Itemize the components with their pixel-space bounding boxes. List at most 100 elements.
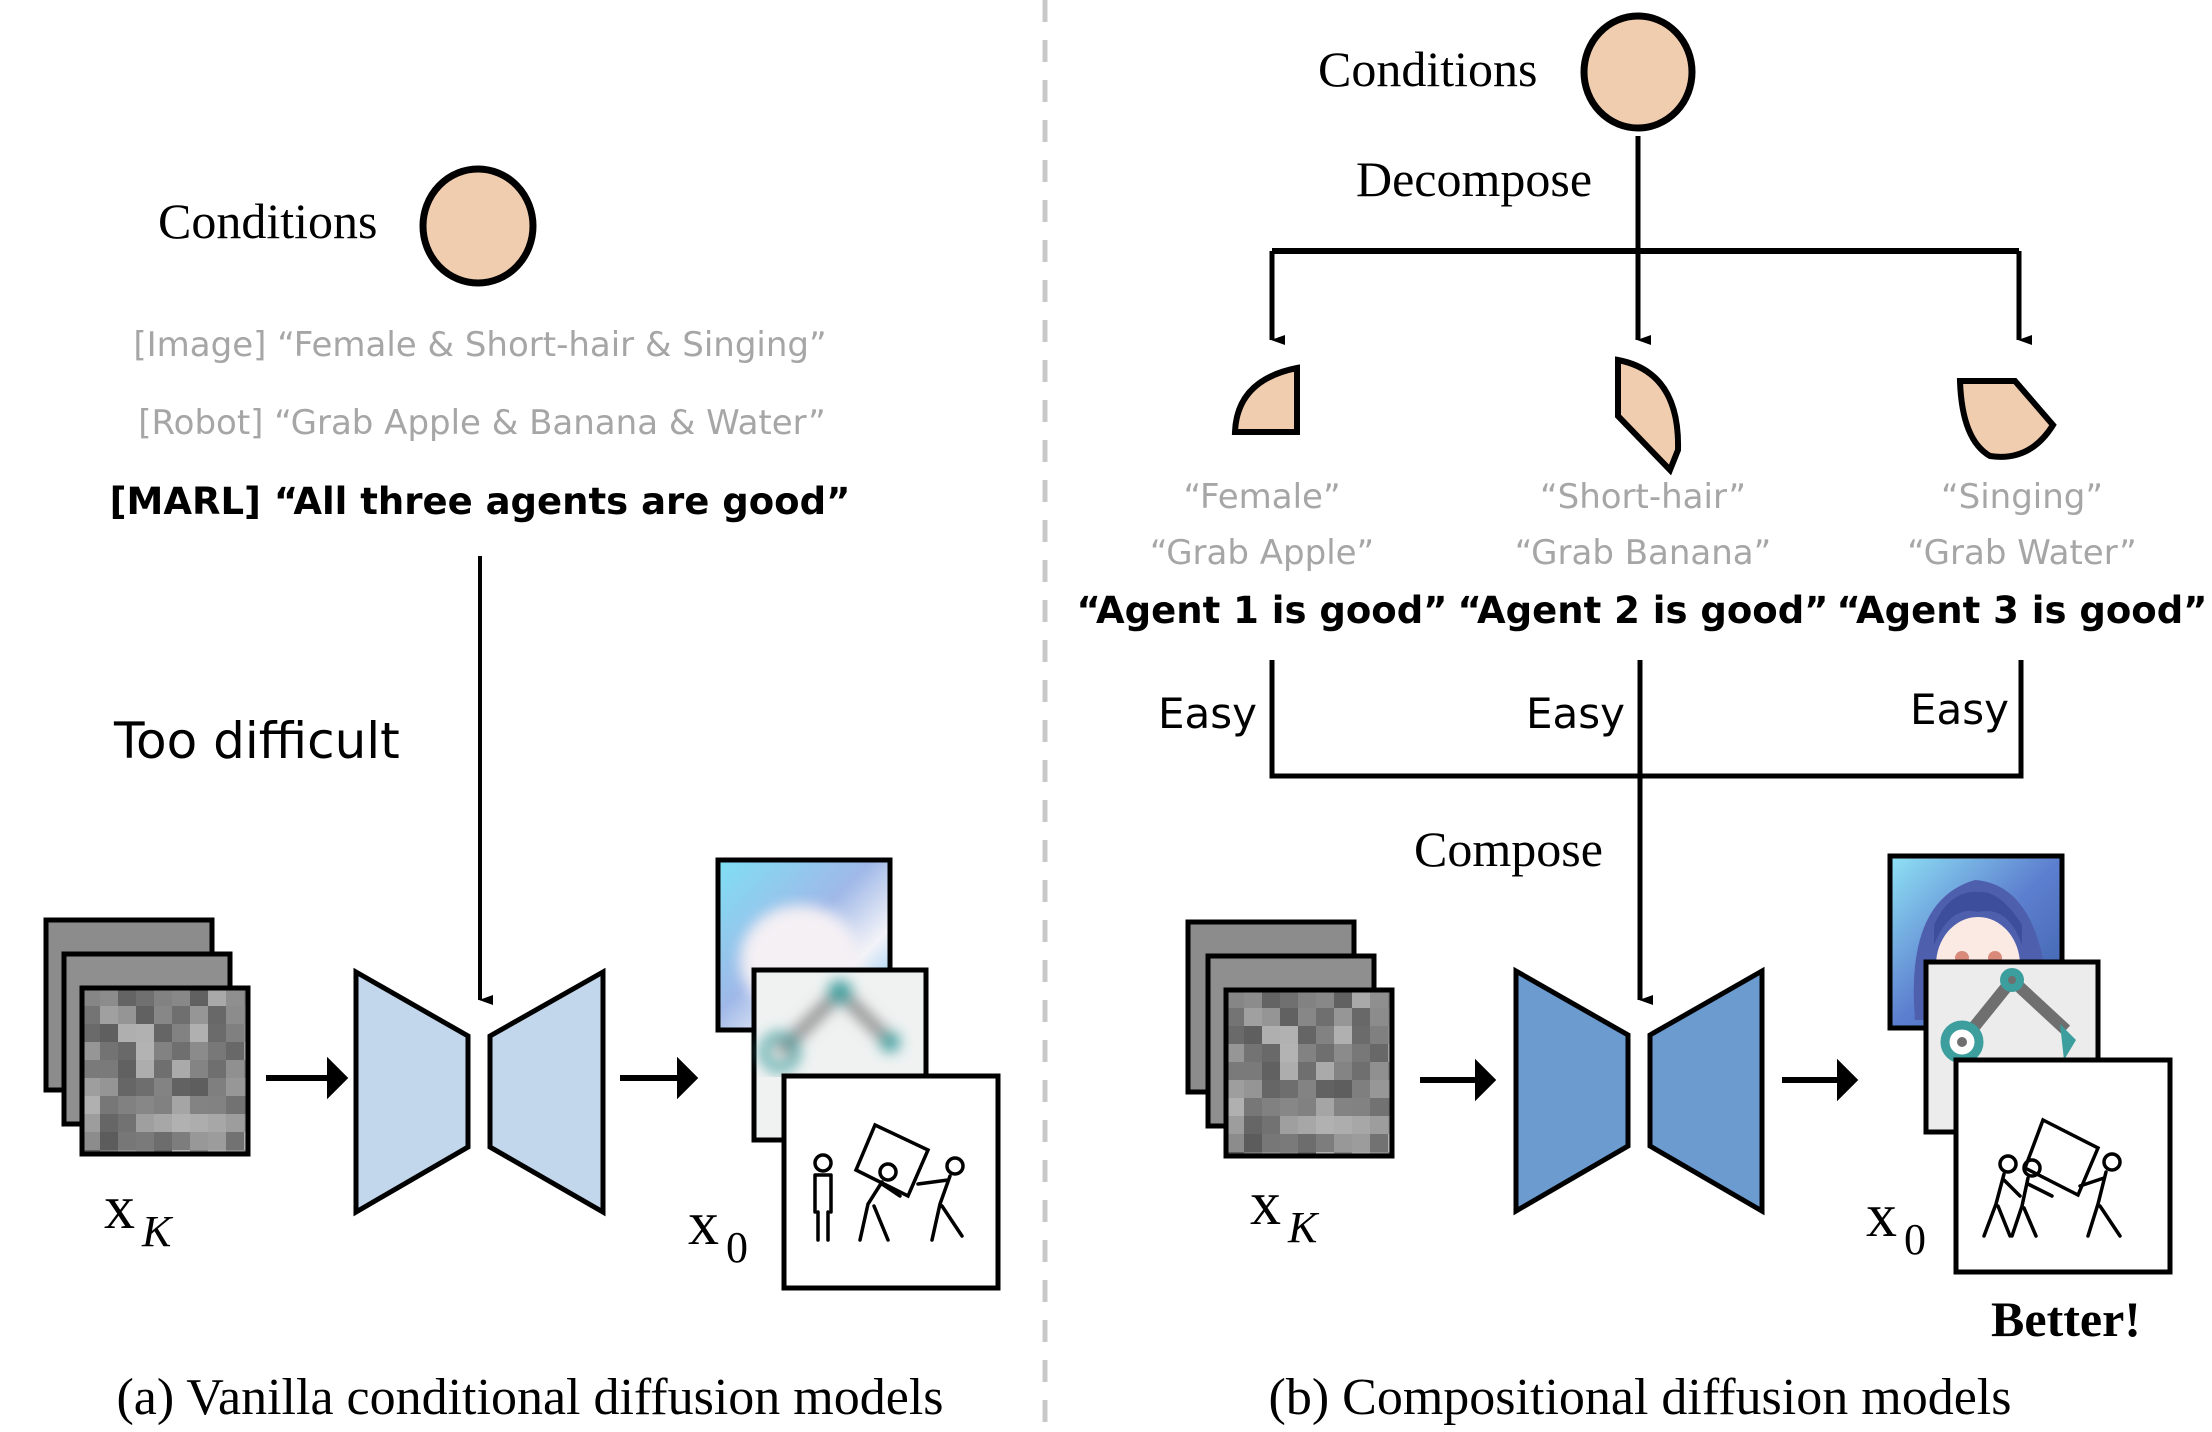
noise-pixel xyxy=(118,988,136,1006)
noise-pixel xyxy=(1298,1044,1316,1062)
panel-a-output-stack xyxy=(715,857,1001,1291)
noise-pixel xyxy=(1352,1134,1370,1152)
noise-pixel xyxy=(190,1006,208,1024)
noise-pixel xyxy=(208,1078,226,1096)
noise-pixel xyxy=(118,1114,136,1132)
noise-pixel xyxy=(208,988,226,1006)
noise-pixel xyxy=(100,1060,118,1078)
noise-pixel xyxy=(1226,1098,1244,1116)
noise-pixel xyxy=(154,1114,172,1132)
noise-pixel xyxy=(1298,1098,1316,1116)
noise-pixel xyxy=(190,1078,208,1096)
unet-encoder xyxy=(1513,966,1631,1216)
noise-pixel xyxy=(136,988,154,1006)
noise-pixel xyxy=(1226,1116,1244,1134)
noise-pixel xyxy=(118,1006,136,1024)
branch-2-marl-condition: “Agent 2 is good” xyxy=(1457,589,1828,632)
noise-pixel xyxy=(154,1078,172,1096)
panel-b-noise-stack xyxy=(1185,919,1395,1159)
noise-pixel xyxy=(100,988,118,1006)
noise-pixel xyxy=(154,988,172,1006)
noise-pixel xyxy=(1316,1044,1334,1062)
noise-pixel xyxy=(190,1060,208,1078)
noise-pixel xyxy=(226,1114,244,1132)
noise-pixel xyxy=(100,1096,118,1114)
noise-pixel xyxy=(1334,1026,1352,1044)
noise-pixel xyxy=(1352,1116,1370,1134)
noise-pixel xyxy=(1370,1062,1388,1080)
noise-pixel xyxy=(172,988,190,1006)
noise-pixel xyxy=(1370,1098,1388,1116)
noise-pixel xyxy=(1280,1098,1298,1116)
noise-pixel xyxy=(118,1060,136,1078)
unet-decoder xyxy=(1647,966,1765,1216)
robot-arm-blurry xyxy=(760,980,900,1072)
noise-pixel xyxy=(100,1024,118,1042)
noise-pixel xyxy=(1316,1098,1334,1116)
noise-pixel xyxy=(226,1006,244,1024)
panel-a-conditions-circle xyxy=(419,165,537,287)
branch-1-image-condition: “Female” xyxy=(1183,477,1340,517)
noise-pixel xyxy=(226,1096,244,1114)
noise-pixel xyxy=(1334,1080,1352,1098)
noise-pixel xyxy=(1244,1134,1262,1152)
panel-a-output-label: x 0 xyxy=(688,1190,748,1272)
noise-pixel xyxy=(154,1096,172,1114)
noise-pixel xyxy=(226,1042,244,1060)
noise-pixel xyxy=(136,1024,154,1042)
noise-pixel xyxy=(1226,1080,1244,1098)
noise-pixel xyxy=(136,1114,154,1132)
noise-pixel xyxy=(1334,990,1352,1008)
noise-pixel xyxy=(1352,1080,1370,1098)
noise-pixel xyxy=(172,1078,190,1096)
noise-pixel xyxy=(1370,1080,1388,1098)
noise-pixel xyxy=(100,1042,118,1060)
panel-a-noise-stack xyxy=(43,917,251,1157)
noise-pixel xyxy=(172,1042,190,1060)
noise-pixel xyxy=(82,1078,100,1096)
noise-pixel xyxy=(190,1096,208,1114)
noise-pixel xyxy=(100,1078,118,1096)
noise-pixel xyxy=(1244,1026,1262,1044)
easy-label-2: Easy xyxy=(1526,689,1625,738)
noise-pixel xyxy=(1280,1026,1298,1044)
noise-pixel xyxy=(226,988,244,1006)
agents-pictogram xyxy=(813,1122,965,1242)
noise-pixel xyxy=(1262,990,1280,1008)
noise-pixel xyxy=(1334,1116,1352,1134)
noise-pixel xyxy=(208,1024,226,1042)
noise-pixel xyxy=(1280,1062,1298,1080)
noise-pixel xyxy=(208,1042,226,1060)
branch-1-texts: “Female” “Grab Apple” “Agent 1 is good” xyxy=(1076,477,1447,632)
noise-pixel xyxy=(1352,1062,1370,1080)
noise-pixel xyxy=(154,1060,172,1078)
noise-pixel xyxy=(1298,1134,1316,1152)
output-agents-image xyxy=(781,1073,1001,1291)
noise-pixel xyxy=(136,1060,154,1078)
easy-label-1: Easy xyxy=(1158,689,1257,738)
condition-fragment-3 xyxy=(1956,378,2057,460)
panel-b-output-label: x 0 xyxy=(1866,1182,1926,1264)
noise-pixel xyxy=(226,1132,244,1150)
noise-pixel xyxy=(1226,1134,1244,1152)
noise-pixel xyxy=(136,1042,154,1060)
noise-pixel xyxy=(1244,1044,1262,1062)
noise-pixel xyxy=(100,1114,118,1132)
panel-a: Conditions [Image] “Female & Short-hair … xyxy=(43,165,1001,1426)
noise-pixel xyxy=(1280,1044,1298,1062)
noise-pixel xyxy=(1334,1062,1352,1080)
panel-a-condition-image: [Image] “Female & Short-hair & Singing” xyxy=(133,325,826,365)
noise-pixel xyxy=(1352,1008,1370,1026)
noise-pixel xyxy=(1262,1044,1280,1062)
branch-2-image-condition: “Short-hair” xyxy=(1540,477,1746,517)
noise-pixel xyxy=(190,1132,208,1150)
robot-arm-sharp xyxy=(1940,968,2076,1064)
noise-pixel xyxy=(190,1042,208,1060)
noise-layer-border xyxy=(1223,987,1395,1159)
panel-b-caption: (b) Compositional diffusion models xyxy=(1269,1369,2012,1426)
noise-pixel xyxy=(1298,1008,1316,1026)
noise-pixel xyxy=(1352,1026,1370,1044)
panel-a-output-subscript: 0 xyxy=(726,1223,748,1272)
noise-pixel xyxy=(1226,1026,1244,1044)
